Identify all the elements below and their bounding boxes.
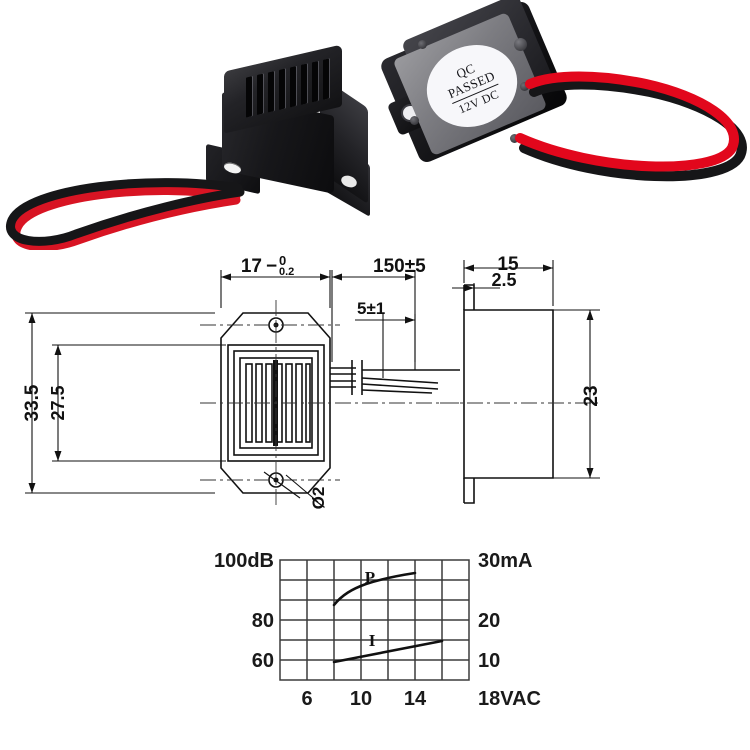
performance-chart: P I 100dB 80 60 30mA 20 10 6 10 14 18VAC [0, 535, 750, 750]
dim-label-height-inner: 27.5 [48, 385, 68, 420]
dim-label-width-minus: − [266, 256, 277, 277]
chart-series-label-P: P [365, 568, 375, 587]
chart-y2tick-20: 20 [478, 610, 500, 632]
right-buzzer-screw-br [510, 134, 519, 143]
right-wire-red [515, 71, 739, 172]
dim-width-17 [220, 270, 331, 308]
side-view-flange-bottom [464, 478, 475, 504]
chart-xtick-18vac: 18VAC [478, 688, 541, 710]
dim-label-hole-dia: Ø2 [309, 487, 328, 510]
dim-label-height-outer: 33.5 [22, 384, 43, 421]
dim-label-width-tol-upper: 0 [279, 253, 286, 268]
side-view-body [463, 309, 554, 479]
dim-hole-dia2 [263, 471, 319, 503]
front-view-centerlines [200, 300, 460, 508]
chart-y2tick-10: 10 [478, 650, 500, 672]
dim-height-275 [52, 344, 226, 462]
chart-grid-horizontal [280, 579, 469, 661]
dim-height-335 [25, 312, 215, 494]
chart-xtick-14: 14 [404, 688, 427, 710]
chart-ytick-80: 80 [252, 610, 274, 632]
right-buzzer-screw-tr [520, 82, 529, 91]
dim-height-23 [553, 309, 600, 479]
wire-harness [6, 71, 747, 250]
product-photo: QC PASSED 12V DC [0, 0, 750, 250]
dimension-drawing: 17 − 0 0.2 150±5 5±1 33.5 27.5 Ø2 15 2.5… [0, 250, 750, 530]
chart-grid [279, 559, 470, 681]
lead-wires [330, 360, 460, 395]
dim-strip-5 [355, 314, 416, 378]
front-view [200, 300, 460, 508]
left-wire-black [6, 178, 245, 246]
dim-label-strip-length: 5±1 [357, 299, 385, 318]
chart-xtick-10: 10 [350, 688, 372, 710]
chart-xtick-6: 6 [301, 688, 312, 710]
dim-label-width-tol-lower: 0.2 [279, 266, 294, 278]
right-buzzer-screw-tl [418, 40, 427, 49]
dim-depth-15 [463, 260, 554, 306]
chart-ytick-60: 60 [252, 650, 274, 672]
dim-label-side-height: 23 [581, 385, 602, 406]
chart-series-I [332, 639, 444, 664]
side-view [440, 284, 600, 504]
chart-y2tick-30mA: 30mA [478, 550, 532, 572]
dim-label-flange: 2.5 [491, 270, 516, 290]
dim-label-depth: 15 [497, 254, 519, 275]
right-buzzer-boss [514, 38, 527, 51]
dim-flange-25 [452, 283, 500, 292]
dim-label-width: 17 [241, 256, 262, 277]
dim-label-lead-length: 150±5 [373, 256, 426, 277]
chart-ytick-100dB: 100dB [214, 550, 274, 572]
right-buzzer-screw-bl [410, 116, 419, 125]
chart-series-label-I: I [369, 631, 376, 650]
right-buzzer: QC PASSED 12V DC [378, 0, 570, 165]
chart-series-P [332, 571, 417, 607]
